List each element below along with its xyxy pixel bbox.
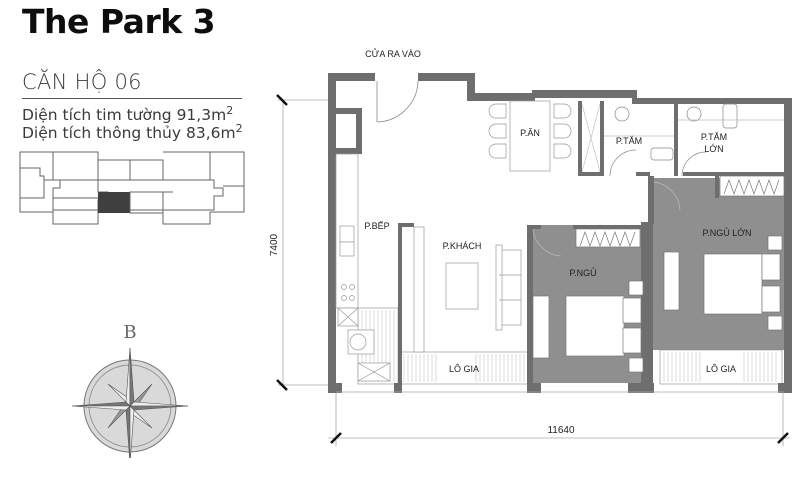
dining-table (488, 100, 572, 172)
height-dimension-label: 7400 (269, 233, 280, 256)
net-area-value: Diện tích thông thủy 83,6m (22, 124, 236, 143)
compass-rose-icon: B (71, 322, 189, 465)
technical-shaft (581, 103, 601, 173)
walls (328, 73, 792, 393)
entrance-door[interactable] (376, 80, 419, 123)
gross-area-value: Diện tích tim tường 91,3m (22, 106, 227, 125)
room-label-master-bath-2: LỚN (704, 144, 723, 154)
room-label-dining: P.ĂN (520, 128, 540, 138)
room-label-master-bedroom: P.NGỦ LỚN (702, 227, 751, 238)
bedroom-furniture (532, 228, 644, 373)
north-compass: B (70, 318, 200, 465)
project-title: The Park 3 (22, 2, 216, 41)
kitchen-counter (335, 153, 391, 382)
key-plan (19, 151, 245, 225)
room-label-loggia-left: LÔ GIA (449, 364, 479, 374)
room-label-kitchen: P.BẾP (364, 221, 389, 231)
room-label-bedroom: P.NGỦ (569, 267, 596, 278)
living-furniture (413, 226, 522, 353)
room-label-living: P.KHÁCH (443, 241, 482, 251)
master-bedroom-furniture (663, 175, 785, 331)
entrance-label: CỬA RA VÀO (365, 48, 421, 59)
room-label-master-bath: P.TẮM (701, 132, 727, 142)
divider (22, 98, 242, 99)
room-label-loggia-right: LÔ GIA (706, 364, 736, 374)
height-dimension: 7400 (269, 94, 330, 391)
width-dimension-label: 11640 (547, 425, 575, 436)
net-area-text: Diện tích thông thủy 83,6m2 (22, 122, 243, 142)
bathroom-fixtures (604, 103, 784, 177)
highlighted-unit (98, 192, 130, 213)
width-dimension: 11640 (328, 392, 790, 446)
unit-label: CĂN HỘ 06 (22, 70, 142, 94)
area-unit-sup: 2 (235, 122, 243, 135)
area-unit-sup: 2 (226, 104, 234, 117)
room-label-bath: P.TẮM (616, 136, 642, 146)
gross-area-text: Diện tích tim tường 91,3m2 (22, 104, 233, 124)
north-label: B (123, 322, 136, 343)
